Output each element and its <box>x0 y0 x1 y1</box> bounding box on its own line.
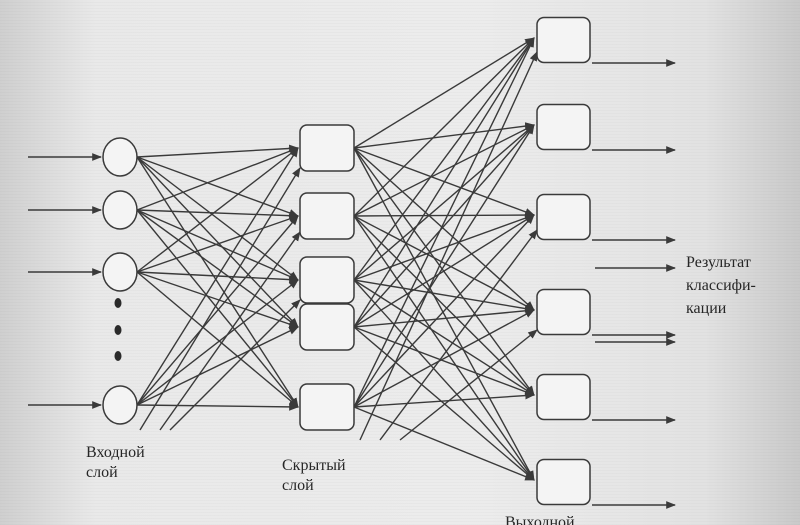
connection-input-0-hidden-2 <box>136 156 299 281</box>
connections <box>136 37 538 481</box>
connection-hidden-3-output-5 <box>353 326 535 481</box>
output-node-3 <box>536 288 591 336</box>
output-arrows <box>592 59 676 509</box>
connection-hidden-3-output-4 <box>353 326 535 396</box>
connection-hidden-2-output-0 <box>353 37 535 281</box>
input-node-0 <box>102 137 138 177</box>
classification-result-line2: классифи- <box>686 277 756 294</box>
connection-input-1-hidden-4 <box>136 209 299 408</box>
connection-hidden-1-output-4 <box>353 215 535 396</box>
connection-hidden-bottom-0 <box>359 51 538 441</box>
connection-hidden-2-output-5 <box>353 279 535 481</box>
connection-hidden-4-output-0 <box>353 37 535 408</box>
connection-input-3-hidden-4 <box>136 402 299 411</box>
connection-hidden-2-output-3 <box>353 279 535 313</box>
connection-input-0-hidden-0 <box>136 144 299 158</box>
hidden-node-1 <box>299 192 355 240</box>
connection-bottom-0 <box>139 167 301 431</box>
connection-input-2-hidden-0 <box>136 147 299 273</box>
input-node-1 <box>102 190 138 230</box>
connection-input-2-hidden-4 <box>136 271 299 408</box>
connection-input-2-hidden-3 <box>136 271 299 328</box>
output-node-0 <box>536 16 591 64</box>
input-layer-nodes <box>102 137 138 425</box>
connection-hidden-bottom-2 <box>399 329 538 441</box>
connection-hidden-4-output-1 <box>353 124 535 408</box>
hidden-node-4 <box>299 383 355 431</box>
hidden-layer-label-line2: слой <box>282 477 314 494</box>
connection-input-3-hidden-2 <box>136 279 299 406</box>
classification-result-label: Результат классифи- кации <box>686 251 756 320</box>
input-arrows <box>28 153 102 409</box>
output-layer-nodes <box>536 16 591 506</box>
connection-hidden-1-output-5 <box>353 215 535 481</box>
ellipsis-dots <box>114 298 122 361</box>
input-layer-label-line1: Входной <box>86 444 145 461</box>
connection-hidden-1-output-0 <box>353 37 535 217</box>
hidden-layer-nodes <box>299 124 355 431</box>
connection-input-2-hidden-1 <box>136 215 299 273</box>
connection-hidden-3-output-0 <box>353 37 535 328</box>
hidden-node-2 <box>299 256 355 304</box>
connection-input-3-hidden-0 <box>136 147 299 406</box>
connection-input-3-hidden-1 <box>136 215 299 406</box>
connection-hidden-2-output-2 <box>353 214 535 281</box>
input-node-2 <box>102 252 138 292</box>
output-node-2 <box>536 193 591 241</box>
connection-bottom-2 <box>169 299 301 431</box>
connection-input-0-hidden-1 <box>136 156 299 217</box>
connection-input-0-hidden-3 <box>136 156 299 328</box>
hidden-layer-label: Скрытый слой <box>282 456 346 496</box>
connection-hidden-0-output-5 <box>353 147 535 481</box>
connection-bottom-1 <box>159 231 301 431</box>
output-node-5 <box>536 458 591 506</box>
connection-hidden-3-output-2 <box>353 214 535 328</box>
connection-hidden-4-output-4 <box>353 391 535 408</box>
connection-hidden-1-output-1 <box>353 124 535 217</box>
ellipsis-dot-2 <box>114 351 122 361</box>
output-layer-label: Выходной <box>505 514 575 525</box>
classification-result-line3: кации <box>686 300 727 317</box>
connection-hidden-bottom-1 <box>379 229 538 441</box>
connection-input-0-hidden-4 <box>136 156 299 408</box>
connection-hidden-3-output-1 <box>353 124 535 328</box>
hidden-layer-label-line1: Скрытый <box>282 457 346 474</box>
connection-hidden-1-output-2 <box>353 211 535 219</box>
connection-input-1-hidden-3 <box>136 209 299 328</box>
connection-input-1-hidden-2 <box>136 209 299 281</box>
input-layer-label-line2: слой <box>86 464 118 481</box>
hidden-node-3 <box>299 303 355 351</box>
connection-hidden-4-output-5 <box>353 406 535 481</box>
connection-hidden-0-output-1 <box>353 122 535 149</box>
classification-result-line1: Результат <box>686 254 751 271</box>
connection-hidden-4-output-2 <box>353 214 535 408</box>
connection-hidden-2-output-1 <box>353 124 535 281</box>
connection-hidden-4-output-3 <box>353 309 535 408</box>
connection-hidden-0-output-3 <box>353 147 535 311</box>
input-node-3 <box>102 385 138 425</box>
ellipsis-dot-1 <box>114 325 122 335</box>
ellipsis-dot-0 <box>114 298 122 308</box>
hidden-node-0 <box>299 124 355 172</box>
output-node-1 <box>536 103 591 151</box>
input-layer-label: Входной слой <box>86 443 145 483</box>
connection-hidden-0-output-0 <box>353 37 535 149</box>
connection-hidden-1-output-3 <box>353 215 535 311</box>
connection-hidden-3-output-3 <box>353 306 535 328</box>
output-node-4 <box>536 373 591 421</box>
connection-input-1-hidden-0 <box>136 147 299 211</box>
connection-hidden-2-output-4 <box>353 279 535 396</box>
